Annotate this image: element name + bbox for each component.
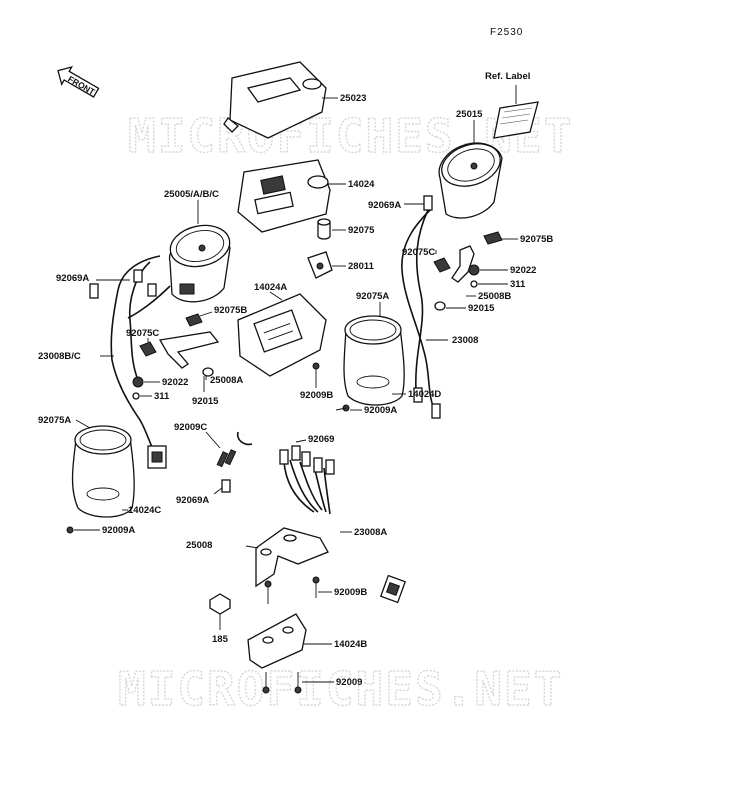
grommet-92075C-left	[139, 338, 157, 357]
label-92069: 92069	[308, 434, 334, 445]
label-23008A: 23008A	[354, 527, 387, 538]
front-label: FRONT	[66, 74, 97, 98]
grommet-92075C-right	[433, 250, 451, 273]
washer-311-left	[132, 392, 152, 400]
label-92022-left: 92022	[162, 377, 188, 388]
label-25015: 25015	[456, 109, 483, 120]
front-arrow-icon: FRONT	[57, 65, 100, 98]
label-92075B-left: 92075B	[214, 305, 247, 316]
label-92075A-right: 92075A	[356, 291, 389, 302]
label-14024-top: 14024	[348, 179, 375, 190]
wire-harness-23008	[401, 207, 437, 413]
ref-label-text: Ref. Label	[485, 71, 530, 82]
screw-92009A-left	[66, 526, 100, 534]
label-92075C-left: 92075C	[126, 328, 159, 339]
screw-92009-bottom	[262, 672, 334, 694]
nut-92022-left	[132, 376, 160, 388]
figure-code: F2530	[490, 27, 523, 38]
meter-25015	[438, 120, 503, 219]
label-25023: 25023	[340, 93, 366, 104]
label-92009C: 92009C	[174, 422, 207, 433]
bulb-92069A-center	[213, 479, 231, 495]
meter-25005	[168, 200, 231, 303]
bulb-92069A-right	[423, 195, 433, 211]
washer-311-right	[470, 280, 508, 288]
label-92009A-left: 92009A	[102, 525, 135, 536]
wire-harness-23008A	[236, 431, 407, 604]
meter-case-14024A	[237, 291, 327, 377]
label-92075-top: 92075	[348, 225, 375, 236]
bulb-92069A-left	[89, 283, 99, 299]
grommet-92075	[317, 218, 346, 240]
bracket-25008B	[451, 245, 476, 297]
label-14024A: 14024A	[254, 282, 287, 293]
label-92075C-right: 92075C	[402, 247, 435, 258]
fuse-92009C	[205, 431, 237, 468]
label-92075A-left: 92075A	[38, 415, 71, 426]
screw-92009B-center	[312, 362, 320, 388]
label-92009A-right: 92009A	[364, 405, 397, 416]
damper-92015-left	[202, 367, 214, 392]
label-14024D: 14024D	[408, 389, 441, 400]
label-23008: 23008	[452, 335, 478, 346]
meter-cup-14024D	[343, 302, 406, 406]
watermark-bottom: MICROFICHES.NET	[118, 662, 563, 716]
wire-harness-23008BC	[110, 255, 161, 455]
bolt-185	[209, 593, 231, 630]
label-92069A-center: 92069A	[176, 495, 209, 506]
ref-label-sticker	[493, 85, 539, 139]
label-28011: 28011	[348, 261, 375, 272]
label-92015-right: 92015	[468, 303, 495, 314]
label-25008B: 25008B	[478, 291, 511, 302]
label-92022-right: 92022	[510, 265, 536, 276]
bracket-25008	[245, 527, 329, 588]
label-92009B-center: 92009B	[300, 390, 333, 401]
label-311-left: 311	[154, 391, 170, 402]
label-23008BC: 23008B/C	[38, 351, 81, 362]
meter-housing-14024	[237, 159, 346, 233]
label-311-right: 311	[510, 279, 526, 290]
grommet-92075B-right	[483, 231, 518, 245]
label-92009B-bottom: 92009B	[334, 587, 367, 598]
label-92075B-right: 92075B	[520, 234, 553, 245]
label-92069A-right: 92069A	[368, 200, 401, 211]
label-92015-left: 92015	[192, 396, 219, 407]
label-25008A: 25008A	[210, 375, 243, 386]
nut-92022-right	[468, 264, 508, 276]
screw-92009B-bottom	[312, 576, 332, 598]
meter-cup-14024C	[71, 419, 135, 518]
label-92069A-left: 92069A	[56, 273, 89, 284]
label-14024B: 14024B	[334, 639, 367, 650]
socket-28011	[307, 251, 346, 279]
label-25008: 25008	[186, 540, 212, 551]
damper-92015-right	[434, 301, 466, 311]
bottom-cover-14024B	[247, 613, 332, 669]
label-14024C: 14024C	[128, 505, 161, 516]
screw-92009A-right	[335, 404, 362, 412]
label-25005: 25005/A/B/C	[164, 189, 219, 200]
grommet-92075B-left	[185, 311, 213, 327]
meter-cover-25023	[223, 61, 338, 139]
label-185: 185	[212, 634, 229, 645]
label-92009: 92009	[336, 677, 362, 688]
screw-92009B-bottom-left	[264, 580, 272, 604]
